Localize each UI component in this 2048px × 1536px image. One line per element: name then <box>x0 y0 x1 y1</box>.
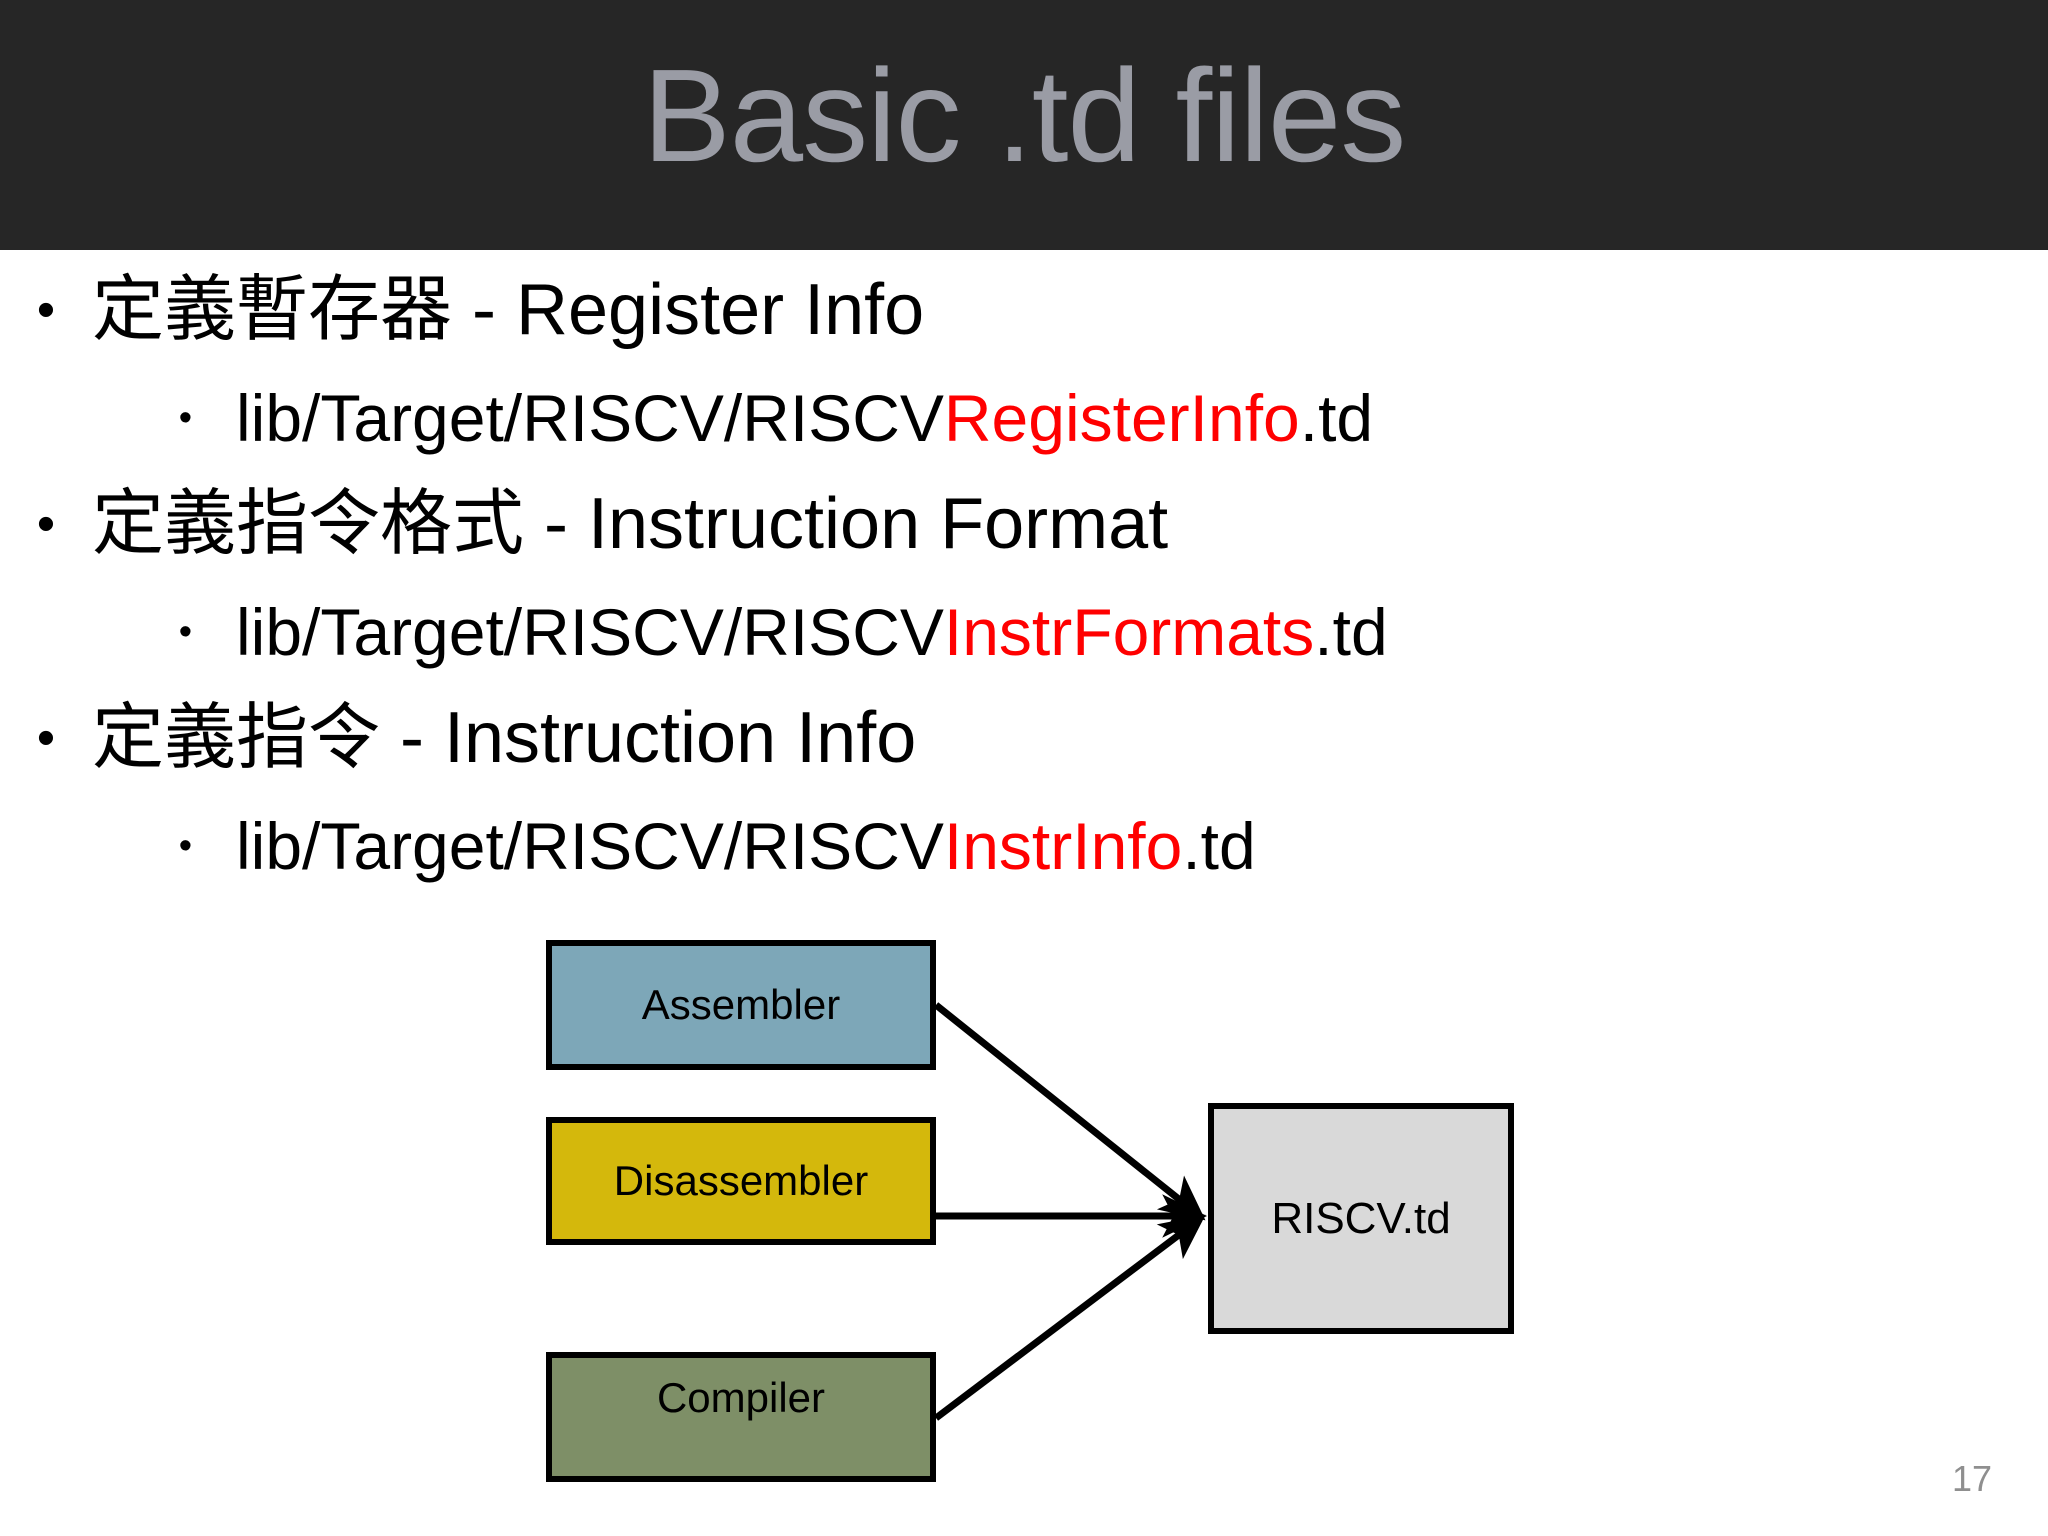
path-suffix: .td <box>1182 809 1256 883</box>
sub-bullet-text: lib/Target/RISCV/RISCVRegisterInfo.td <box>236 366 1373 470</box>
bullet-text: 定義暫存器 - Register Info <box>92 270 925 350</box>
diagram-node-label: Disassembler <box>613 1157 869 1204</box>
sub-bullet-text: lib/Target/RISCV/RISCVInstrFormats.td <box>236 580 1388 684</box>
diagram-node-compiler: Compiler <box>546 1352 936 1482</box>
title-band: Basic .td files <box>0 0 2048 250</box>
diagram-node-assembler: Assembler <box>546 940 936 1070</box>
sub-bullet-marker-icon: • <box>178 397 192 439</box>
path-highlight: RegisterInfo <box>943 381 1300 455</box>
diagram-node-label: Assembler <box>641 981 841 1028</box>
edge-compiler-to-riscv <box>933 1214 1206 1421</box>
diagram-node-riscv-td: RISCV.td <box>1208 1103 1514 1334</box>
sub-bullet-item-registerinfo-path: • lib/Target/RISCV/RISCVRegisterInfo.td <box>0 366 2048 472</box>
sub-bullet-item-instrinfo-path: • lib/Target/RISCV/RISCVInstrInfo.td <box>0 794 2048 900</box>
page-title: Basic .td files <box>642 42 1407 189</box>
path-prefix: lib/Target/RISCV/RISCV <box>236 381 944 455</box>
bullet-item-instruction-format: • 定義指令格式 - Instruction Format <box>0 472 2048 580</box>
path-prefix: lib/Target/RISCV/RISCV <box>236 595 944 669</box>
bullet-marker-icon: • <box>36 495 56 553</box>
sub-bullet-marker-icon: • <box>178 825 192 867</box>
path-suffix: .td <box>1299 381 1374 455</box>
diagram-node-label: RISCV.td <box>1271 1193 1451 1243</box>
bullet-marker-icon: • <box>36 709 56 767</box>
page-number: 17 <box>1951 1458 1992 1499</box>
bullet-item-register-info: • 定義暫存器 - Register Info <box>0 258 2048 366</box>
sub-bullet-marker-icon: • <box>178 611 192 653</box>
path-highlight: InstrFormats <box>943 595 1315 669</box>
path-prefix: lib/Target/RISCV/RISCV <box>236 809 944 883</box>
bullet-list: • 定義暫存器 - Register Info • lib/Target/RIS… <box>0 258 2048 900</box>
edge-assembler-to-riscv <box>933 1002 1206 1221</box>
bullet-item-instruction-info: • 定義指令 - Instruction Info <box>0 686 2048 794</box>
path-suffix: .td <box>1314 595 1388 669</box>
diagram-node-disassembler: Disassembler <box>546 1117 936 1245</box>
sub-bullet-text: lib/Target/RISCV/RISCVInstrInfo.td <box>236 794 1256 898</box>
path-highlight: InstrInfo <box>943 809 1183 883</box>
bullet-text: 定義指令格式 - Instruction Format <box>92 484 1169 564</box>
diagram-node-label: Compiler <box>656 1374 826 1421</box>
bullet-marker-icon: • <box>36 281 56 339</box>
sub-bullet-item-instrformats-path: • lib/Target/RISCV/RISCVInstrFormats.td <box>0 580 2048 686</box>
bullet-text: 定義指令 - Instruction Info <box>92 698 917 778</box>
